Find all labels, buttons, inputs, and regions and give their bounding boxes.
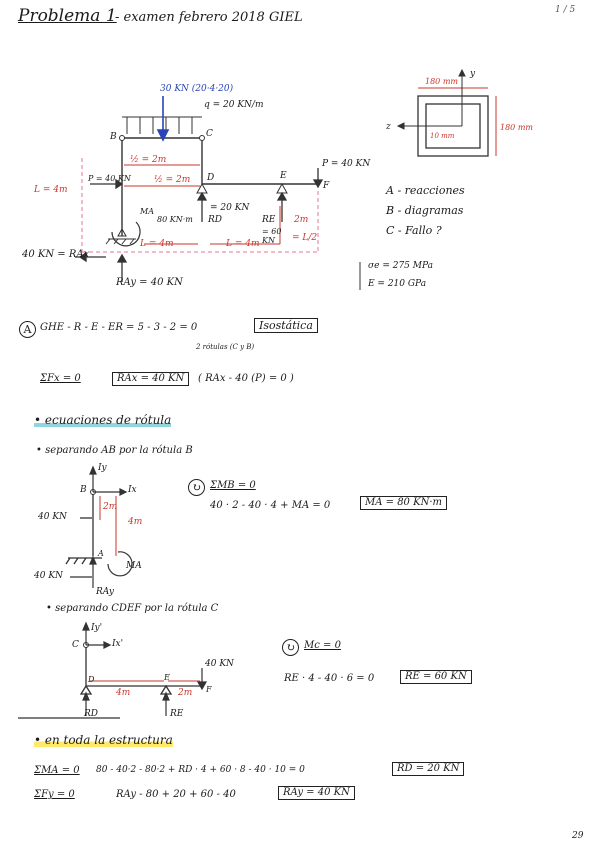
fig2-2m: 2m — [178, 688, 193, 698]
sum-fx-label: ΣFx = 0 — [40, 373, 81, 384]
rd-label: RD — [208, 215, 222, 225]
rax-label: 40 KN = RAx — [22, 249, 90, 260]
node-c-label: C — [206, 129, 213, 139]
fig1-ix: Ix — [128, 485, 137, 495]
eq2-result: RE = 60 KN — [400, 670, 472, 684]
re-value-label: = 60 KN — [262, 227, 282, 245]
fig1-rax: 40 KN — [34, 571, 63, 581]
eq3-equation: 80 - 40·2 - 80·2 + RD · 4 + 60 · 8 - 40 … — [96, 765, 305, 775]
eq1-equation: 40 · 2 - 40 · 4 + MA = 0 — [210, 500, 331, 511]
young-modulus: E = 210 GPa — [368, 279, 427, 289]
fig1-4m: 4m — [128, 517, 143, 527]
fig1-iy: Iy — [98, 463, 107, 473]
rotulas-heading-text: • ecuaciones de rótula — [34, 413, 172, 427]
fig1-2m: 2m — [103, 502, 118, 512]
fig1-ray: RAy — [96, 587, 114, 597]
eq1-label: ΣMB = 0 — [210, 480, 256, 491]
page-title: Problema 1 — [18, 6, 117, 26]
dim-l2-label: = L/2 — [292, 233, 318, 243]
fig2-re: RE — [170, 709, 184, 719]
fig1-a: A — [98, 549, 104, 558]
load-resultant-label: 30 KN (20·4·20) — [160, 84, 234, 94]
fig2-d: D — [88, 675, 95, 684]
fig1-load: 40 KN — [38, 512, 67, 522]
fig2-e: E — [164, 673, 170, 682]
fig2-f: F — [206, 685, 212, 694]
node-d-label: D — [207, 173, 215, 183]
section-width-label: 180 mm — [425, 77, 458, 86]
ray-label: RAy = 40 KN — [116, 277, 183, 288]
moment-a-label: MA — [140, 207, 154, 216]
fig2-iy: Iy' — [91, 623, 103, 633]
eq4-equation: RAy - 80 + 20 + 60 - 40 — [116, 789, 236, 800]
load-left-label: P = 40 KN — [88, 174, 131, 183]
node-e-label: E — [280, 171, 287, 181]
sep-cdef-label: • separando CDEF por la rótula C — [46, 603, 219, 614]
dim-mid-label: ½ = 2m — [154, 175, 191, 185]
dim-top-label: ½ = 2m — [130, 155, 167, 165]
sep-ab-label: • separando AB por la rótula B — [36, 445, 193, 456]
eq3-result: RD = 20 KN — [392, 762, 465, 776]
moment-c-icon: ↻ — [282, 639, 299, 656]
node-f-label: F — [323, 181, 330, 191]
part-a-result: Isostática — [254, 318, 318, 333]
page-tag: 1 / 5 — [555, 5, 576, 15]
rotulas-heading: • ecuaciones de rótula — [34, 413, 172, 427]
section-axis-z: z — [386, 122, 391, 132]
dim-bottom-label-1: L = 4m — [140, 239, 174, 249]
eq4-result: RAy = 40 KN — [278, 786, 355, 800]
fig2-ix: Ix' — [112, 639, 124, 649]
eq2-label: Mc = 0 — [304, 640, 341, 651]
task-b: B - diagramas — [386, 204, 464, 217]
whole-heading-text: • en toda la estructura — [34, 733, 173, 747]
load-f-label: P = 40 KN — [322, 159, 371, 169]
fig2-rd: RD — [84, 709, 98, 719]
node-b-label: B — [110, 132, 117, 142]
yield-stress: σe = 275 MPa — [368, 261, 434, 271]
eq2-marker: ↻ — [282, 638, 299, 656]
rd-value-label: = 20 KN — [210, 203, 250, 213]
eq3-label: ΣMA = 0 — [34, 765, 80, 776]
fig1-ma: MA — [126, 561, 142, 571]
section-thickness-label: 10 mm — [430, 132, 455, 140]
moment-b-icon: ↻ — [188, 479, 205, 496]
sum-fx-result: RAx = 40 KN — [112, 372, 190, 386]
whole-heading: • en toda la estructura — [34, 733, 173, 747]
section-height-label: 180 mm — [500, 123, 533, 132]
task-a: A - reacciones — [386, 184, 465, 197]
distributed-load-label: q = 20 KN/m — [204, 100, 264, 110]
eq1-result: MA = 80 KN·m — [360, 496, 447, 510]
eq1-marker: ↻ — [188, 478, 205, 496]
eq4-label: ΣFy = 0 — [34, 789, 75, 800]
page-subtitle: - examen febrero 2018 GIEL — [115, 10, 303, 25]
fig2-load: 40 KN — [205, 659, 234, 669]
page-number: 29 — [572, 831, 584, 841]
moment-value-label: 80 KN·m — [157, 215, 193, 224]
fig1-b: B — [80, 485, 87, 495]
fig2-4m: 4m — [116, 688, 131, 698]
task-c: C - Fallo ? — [386, 224, 442, 237]
part-a-equation: GHE - R - E - ER = 5 - 3 - 2 = 0 — [40, 322, 198, 333]
eq2-equation: RE · 4 - 40 · 6 = 0 — [284, 673, 375, 684]
section-axis-y: y — [470, 69, 476, 79]
dim-bottom-label-2: L = 4m — [226, 239, 260, 249]
part-a-letter: A — [19, 321, 36, 338]
fig2-c: C — [72, 640, 79, 650]
height-label: L = 4m — [34, 185, 68, 195]
dim-right-label: 2m — [294, 215, 309, 225]
re-label: RE — [262, 215, 276, 225]
sum-fx-detail: ( RAx - 40 (P) = 0 ) — [198, 373, 294, 384]
part-a-note: 2 rótulas (C y B) — [196, 343, 255, 351]
part-a-marker: A — [19, 320, 36, 338]
